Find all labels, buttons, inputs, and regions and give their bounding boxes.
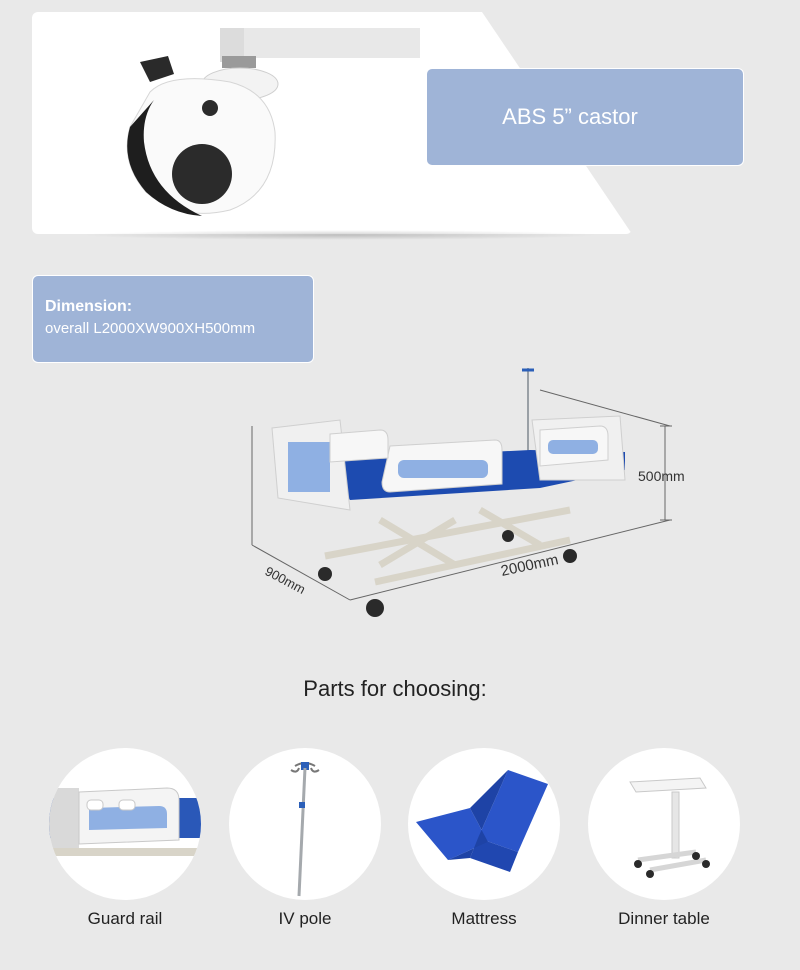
- part-guard-rail[interactable]: Guard rail: [48, 748, 202, 929]
- dimension-value: overall L2000XW900XH500mm: [45, 320, 256, 337]
- bed-dimension-diagram: 500mm 2000mm 900mm: [251, 368, 685, 617]
- dimension-title: Dimension:: [45, 298, 133, 315]
- iv-pole-icon: [229, 748, 381, 900]
- bed-wheels: [318, 530, 577, 617]
- part-mattress[interactable]: Mattress: [407, 748, 561, 929]
- part-label-guard-rail: Guard rail: [87, 909, 163, 928]
- part-dinner-table[interactable]: Dinner table: [587, 748, 741, 929]
- castor-panel-shadow: [80, 230, 600, 240]
- dinner-table-icon: [588, 748, 740, 900]
- castor-label-text: ABS 5” castor: [502, 104, 638, 129]
- part-label-mattress: Mattress: [451, 909, 517, 928]
- mattress-icon: [408, 748, 560, 900]
- width-dimension-label: 900mm: [263, 563, 308, 597]
- guard-rail-icon: [49, 748, 201, 900]
- part-iv-pole[interactable]: IV pole: [228, 748, 382, 929]
- castor-label-box: ABS 5” castor: [426, 68, 744, 166]
- dimension-box: Dimension: overall L2000XW900XH500mm: [32, 275, 314, 363]
- castor-wheel-icon: [126, 28, 420, 216]
- height-dimension-label: 500mm: [638, 468, 685, 484]
- part-label-dinner-table: Dinner table: [618, 909, 710, 928]
- parts-heading: Parts for choosing:: [303, 676, 487, 701]
- dimension-lines: [251, 389, 672, 601]
- part-label-iv-pole: IV pole: [278, 909, 332, 928]
